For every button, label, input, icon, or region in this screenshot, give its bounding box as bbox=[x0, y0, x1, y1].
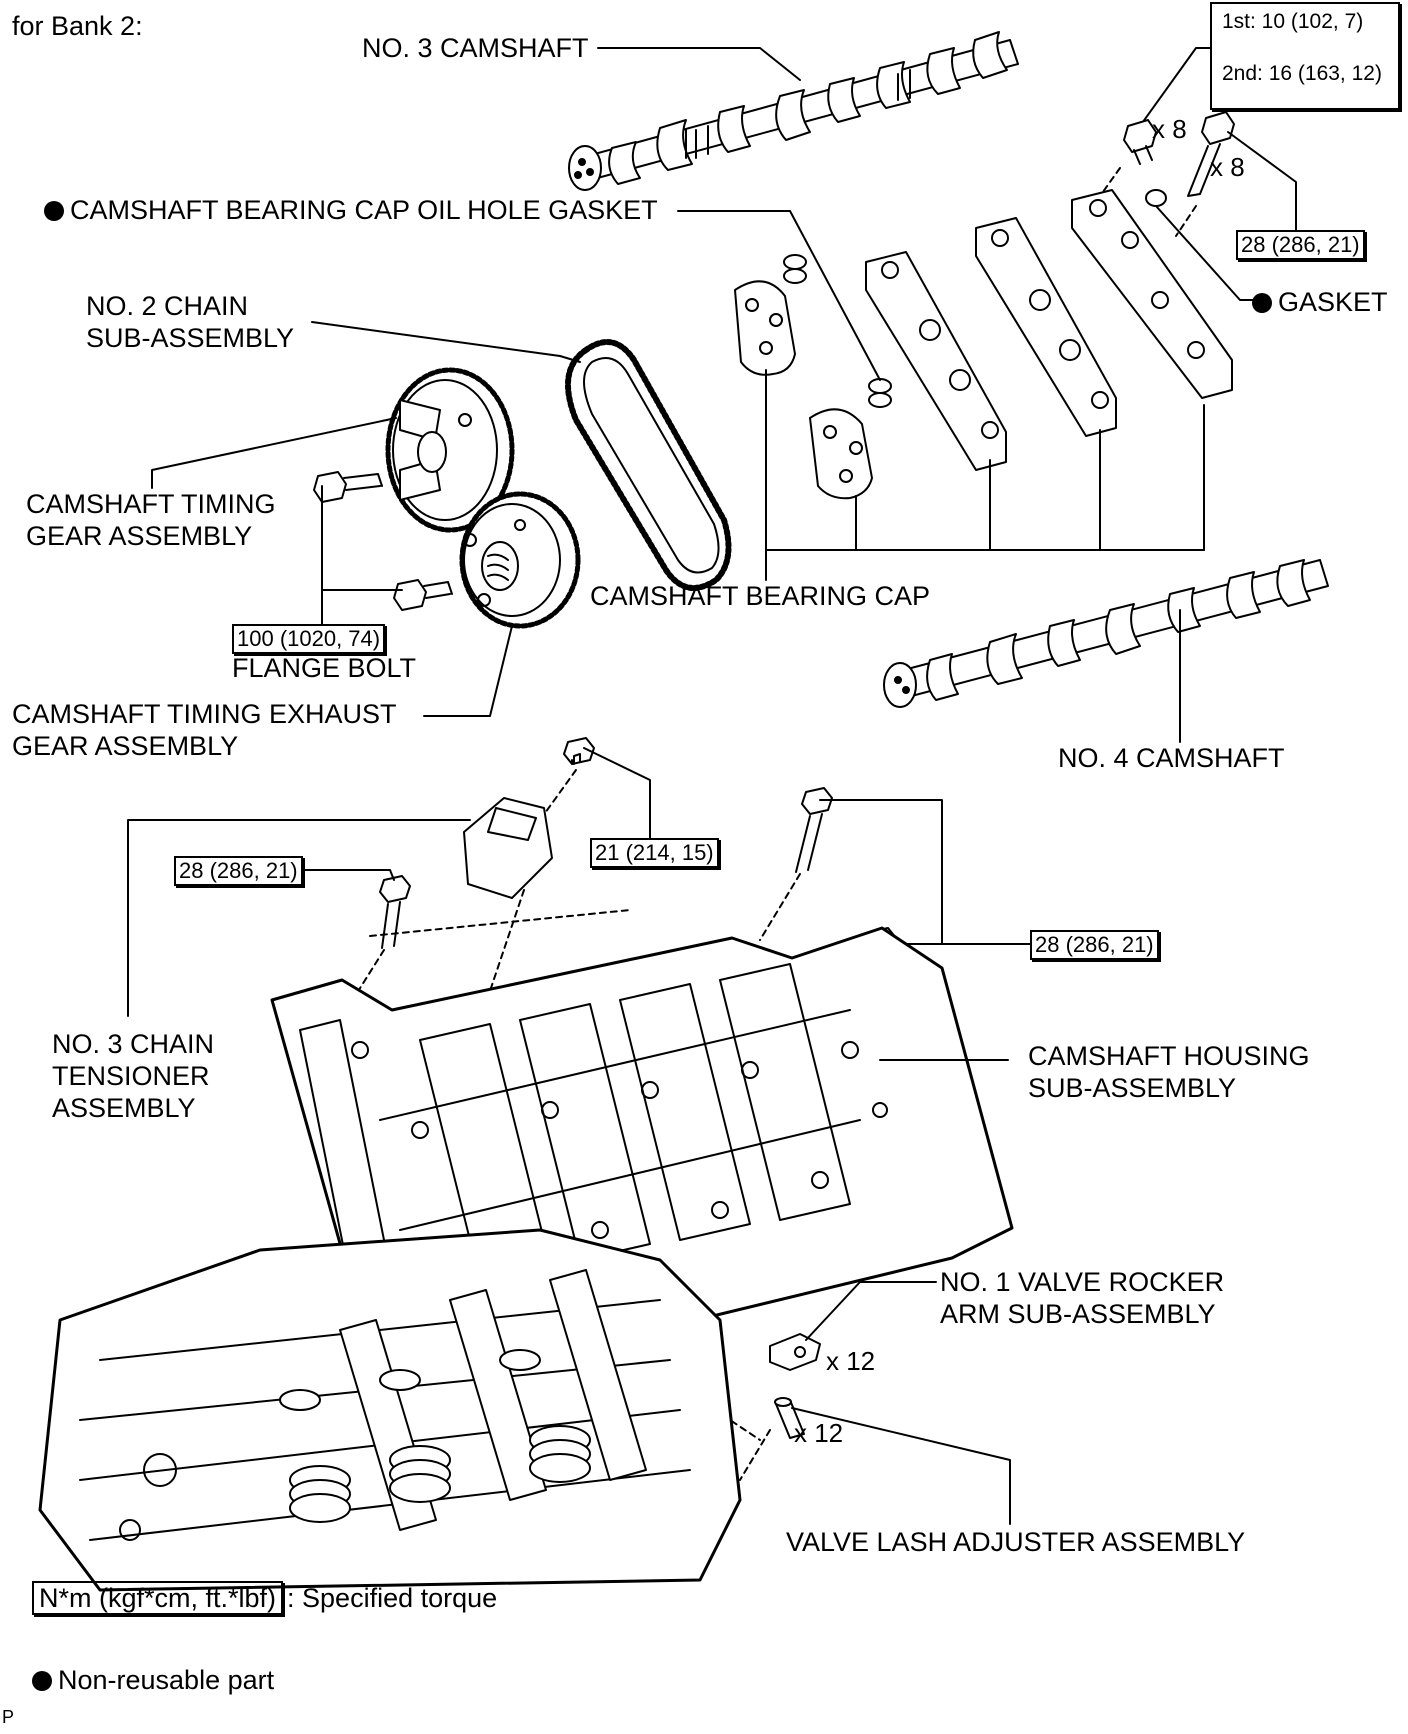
flange-bolt-upper-drawing bbox=[313, 471, 383, 503]
legend-nonreusable: Non-reusable part bbox=[32, 1664, 274, 1697]
torque-cap-bolt-2nd: 2nd: 16 (163, 12) bbox=[1222, 62, 1382, 85]
label-rocker-line1: NO. 1 VALVE ROCKER bbox=[940, 1267, 1225, 1297]
label-no3-tensioner-line1: NO. 3 CHAIN bbox=[52, 1029, 215, 1059]
leader-bearing-cap bbox=[765, 369, 1205, 581]
no3-camshaft-drawing bbox=[568, 31, 1019, 191]
label-housing-line1: CAMSHAFT HOUSING bbox=[1028, 1041, 1310, 1071]
label-no4-camshaft: NO. 4 CAMSHAFT bbox=[1058, 743, 1285, 773]
label-flange-bolt: FLANGE BOLT bbox=[232, 653, 417, 683]
leader-cap-bolt-b bbox=[1227, 131, 1297, 231]
torque-cap-bolt-b: 28 (286, 21) bbox=[1236, 230, 1365, 260]
leader-no3-tensioner bbox=[127, 819, 471, 1017]
torque-tensioner-bolt: 21 (214, 15) bbox=[590, 838, 719, 868]
corner-code: P bbox=[2, 1707, 15, 1727]
leader-rocker-arm bbox=[805, 1281, 937, 1341]
bearing-cap-5-drawing bbox=[1071, 189, 1233, 399]
tensioner-bolt-drawing bbox=[563, 737, 595, 765]
no3-tensioner-drawing bbox=[463, 797, 553, 899]
leader-housing-bolt-left bbox=[299, 869, 395, 881]
label-no3-tensioner-line2: TENSIONER bbox=[52, 1061, 210, 1091]
label-lash-adjuster: VALVE LASH ADJUSTER ASSEMBLY bbox=[786, 1527, 1246, 1557]
leader-cap-bolt-a bbox=[1139, 47, 1211, 127]
leader-timing-gear bbox=[151, 417, 397, 489]
legend-torque-desc: : Specified torque bbox=[287, 1583, 498, 1613]
gasket-drawing bbox=[1145, 189, 1167, 207]
label-timing-gear-line1: CAMSHAFT TIMING bbox=[26, 489, 276, 519]
qty-rocker-arm: x 12 bbox=[826, 1346, 876, 1376]
flange-bolt-lower-drawing bbox=[393, 579, 453, 611]
cylinder-head-drawing bbox=[38, 1228, 742, 1592]
label-no2-chain-line1: NO. 2 CHAIN bbox=[86, 291, 249, 321]
bearing-cap-1-drawing bbox=[734, 280, 796, 376]
leader-flange-bolt bbox=[321, 485, 403, 627]
bearing-cap-4-drawing bbox=[975, 217, 1117, 437]
torque-flange-bolt: 100 (1020, 74) bbox=[232, 624, 386, 654]
label-exhaust-gear-line1: CAMSHAFT TIMING EXHAUST bbox=[12, 699, 397, 729]
leader-gasket bbox=[1155, 205, 1257, 301]
leader-exhaust-gear bbox=[423, 625, 513, 717]
leader-lash-adjuster bbox=[791, 1407, 1011, 1525]
nonreusable-dot-icon bbox=[44, 201, 64, 221]
no4-camshaft-drawing bbox=[883, 559, 1329, 708]
label-timing-gear-line2: GEAR ASSEMBLY bbox=[26, 521, 253, 551]
leader-tensioner-bolt bbox=[583, 747, 651, 851]
torque-box-cap-bolt: 1st: 10 (102, 7) 2nd: 16 (163, 12) bbox=[1210, 2, 1400, 110]
rocker-arm-drawing bbox=[769, 1333, 821, 1371]
timing-gear-drawing bbox=[385, 367, 515, 533]
leader-housing-bolt-right bbox=[819, 799, 943, 945]
bearing-cap-3-drawing bbox=[865, 251, 1007, 471]
nonreusable-dot-icon bbox=[32, 1671, 52, 1691]
lash-adjuster-drawing bbox=[774, 1397, 805, 1439]
leader-no2-chain bbox=[311, 321, 581, 363]
no2-chain-drawing bbox=[565, 339, 732, 591]
cap-bolt-a-drawing bbox=[1123, 119, 1157, 165]
exhaust-gear-drawing bbox=[459, 491, 581, 629]
bearing-cap-2-drawing bbox=[809, 408, 873, 500]
nonreusable-dot-icon bbox=[1252, 293, 1272, 313]
leader-oil-hole-gasket bbox=[677, 210, 881, 381]
cap-bolt-b-drawing bbox=[1187, 111, 1235, 197]
label-no2-chain-line2: SUB-ASSEMBLY bbox=[86, 323, 295, 353]
label-no3-tensioner-line3: ASSEMBLY bbox=[52, 1093, 196, 1123]
torque-cap-bolt-1st: 1st: 10 (102, 7) bbox=[1222, 10, 1364, 33]
torque-housing-bolt-left: 28 (286, 21) bbox=[174, 856, 303, 886]
page-heading: for Bank 2: bbox=[12, 11, 143, 41]
label-oil-hole-gasket: CAMSHAFT BEARING CAP OIL HOLE GASKET bbox=[44, 194, 658, 227]
qty-cap-bolt-a: x 8 bbox=[1152, 114, 1187, 144]
label-housing-line2: SUB-ASSEMBLY bbox=[1028, 1073, 1237, 1103]
legend-torque-units: N*m (kgf*cm, ft.*lbf) bbox=[32, 1581, 284, 1615]
housing-bolt-left-drawing bbox=[379, 875, 411, 949]
torque-housing-bolt-right: 28 (286, 21) bbox=[1030, 930, 1159, 960]
label-gasket: GASKET bbox=[1252, 286, 1388, 319]
label-bearing-cap: CAMSHAFT BEARING CAP bbox=[590, 581, 931, 611]
qty-lash-adjuster: x 12 bbox=[794, 1418, 844, 1448]
leader-no3-camshaft bbox=[597, 47, 801, 81]
label-exhaust-gear-line2: GEAR ASSEMBLY bbox=[12, 731, 239, 761]
legend-torque: N*m (kgf*cm, ft.*lbf): Specified torque bbox=[32, 1581, 498, 1615]
label-no3-camshaft: NO. 3 CAMSHAFT bbox=[362, 33, 589, 63]
label-rocker-line2: ARM SUB-ASSEMBLY bbox=[940, 1299, 1216, 1329]
qty-cap-bolt-b: x 8 bbox=[1210, 152, 1245, 182]
